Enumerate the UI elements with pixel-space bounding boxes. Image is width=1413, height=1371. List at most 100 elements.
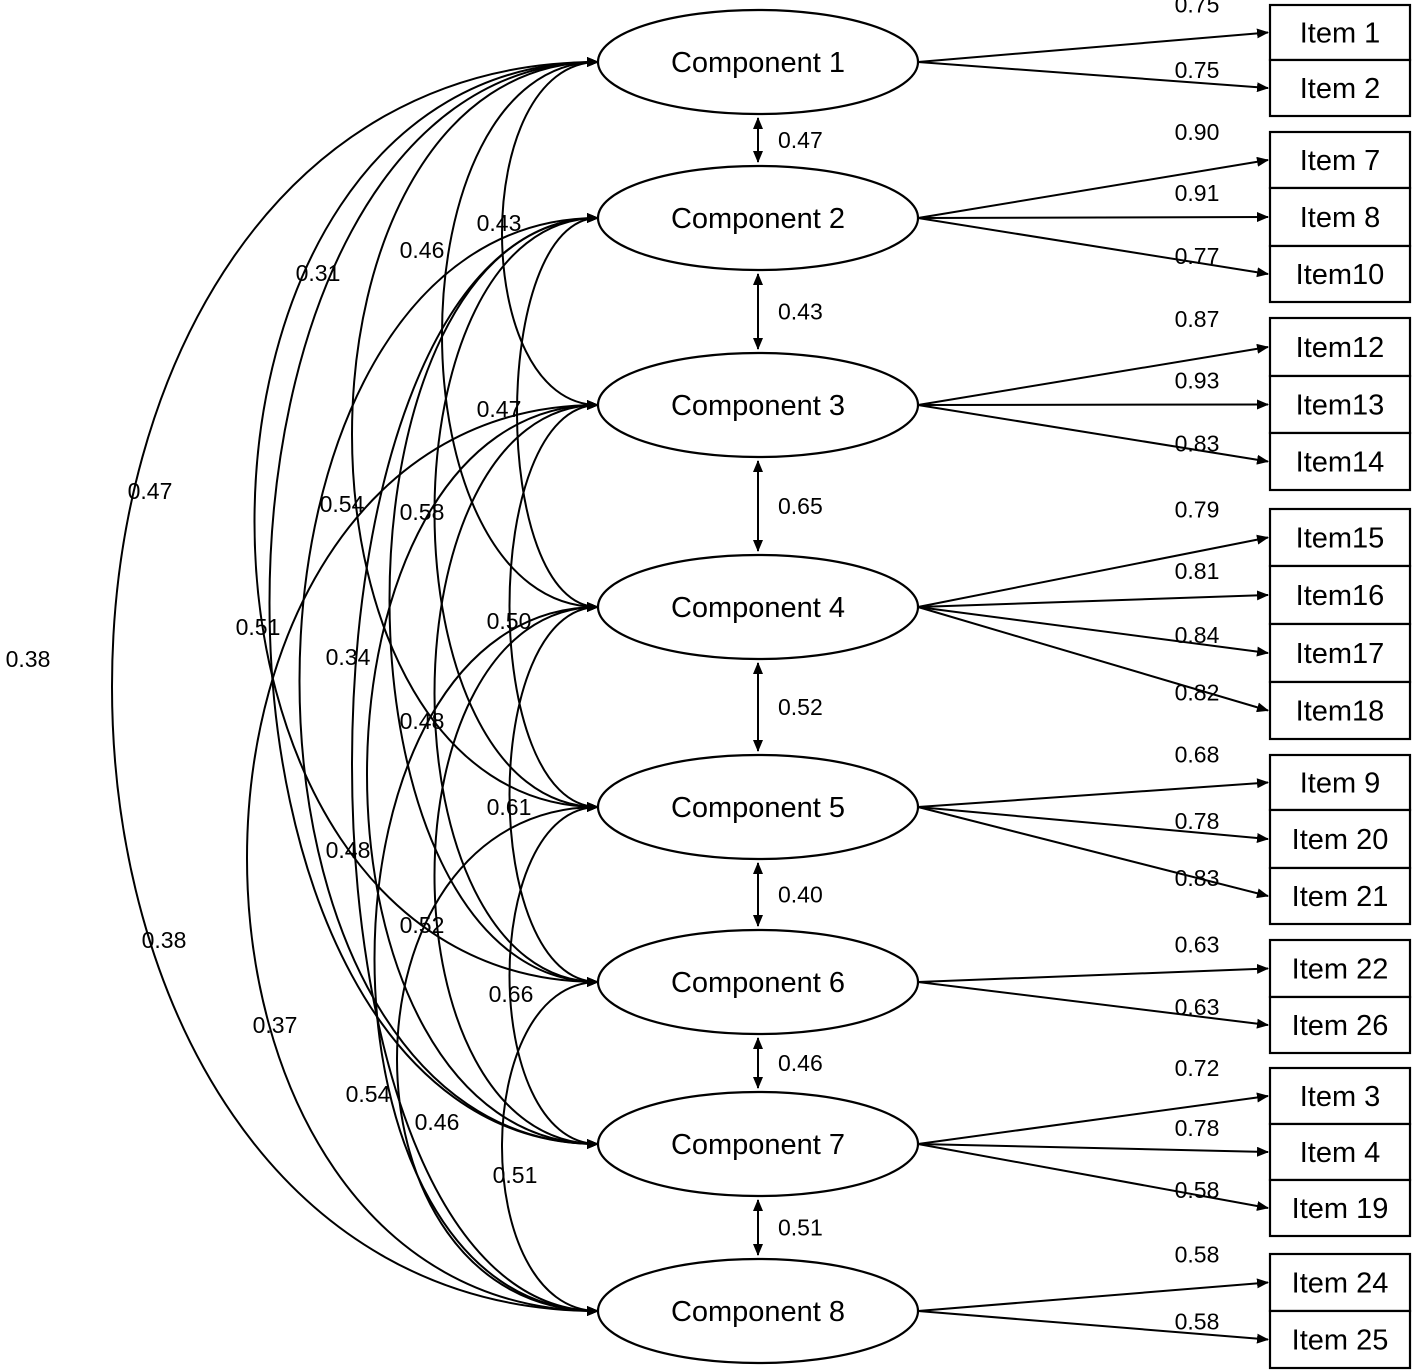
item-label: Item 21 [1292,881,1389,913]
correlation-arc-4-6 [508,602,599,987]
correlation-arc-5-7 [508,802,599,1149]
loading-arrow [917,1310,1269,1344]
correlation-arc-2-8 [351,213,599,1316]
correlation-arc-3-6 [433,400,599,987]
loading-value: 0.87 [1175,306,1220,332]
correlation-arc-1-8 [111,57,599,1316]
correlation-arc-3-5 [508,400,599,812]
correlation-arc-2-7 [298,213,599,1149]
loading-value: 0.82 [1175,680,1220,706]
loading-value: 0.78 [1175,1115,1220,1141]
loading-arrow [917,61,1269,93]
loading-arrow [917,399,1269,410]
item-box [1268,244,1412,304]
loading-arrows [917,28,1269,1344]
correlation-value-2-5: 0.58 [400,499,445,525]
correlation-value-4-6: 0.61 [487,794,532,820]
component-ellipse-1 [596,8,920,116]
loading-value: 0.83 [1175,865,1220,891]
correlation-value-5-7: 0.66 [489,981,534,1007]
correlation-arc-3-8 [246,400,599,1316]
loading-value: 0.78 [1175,808,1220,834]
correlation-value-2-6: 0.54 [320,491,365,517]
item-box [1268,58,1412,118]
correlation-arc-2-6 [388,213,599,987]
loading-value: 0.84 [1175,622,1220,648]
item-box [1268,316,1412,378]
component-label-2: Component 2 [671,203,845,235]
loading-value: 0.72 [1175,1055,1220,1081]
component-ellipse-6 [596,928,920,1036]
correlation-value-1-3: 0.43 [477,210,522,236]
item-label: Item18 [1296,696,1385,728]
correlation-value-3-5: 0.50 [487,608,532,634]
loading-arrow [917,1278,1269,1312]
correlation-arc-2-5 [433,213,599,812]
component-ellipse-7 [596,1090,920,1198]
item-box [1268,431,1412,492]
component-label-8: Component 8 [671,1296,845,1328]
loading-arrow [917,981,1269,1029]
loading-arrow [917,217,1269,278]
correlation-arcs [111,57,763,1316]
loading-arrow [917,963,1269,983]
loading-value: 0.77 [1175,243,1220,269]
item-label: Item 1 [1300,18,1381,50]
item-label: Item 7 [1300,145,1381,177]
item-box [1268,1178,1412,1238]
correlation-value-2-3: 0.43 [778,299,823,325]
correlation-value-4-7: 0.52 [400,912,445,938]
item-label: Item 4 [1300,1137,1381,1169]
item-label: Item 25 [1292,1325,1389,1357]
component-ellipse-2 [596,164,920,272]
item-label: Item16 [1296,580,1385,612]
item-label: Item 9 [1300,768,1381,800]
item-box [1268,995,1412,1055]
item-label: Item12 [1296,332,1385,364]
component-ellipse-5 [596,753,920,861]
loading-arrow [917,156,1269,219]
item-box [1268,1309,1412,1370]
loading-value: 0.58 [1175,1309,1220,1335]
loading-arrow [917,343,1269,406]
loading-arrow [917,534,1269,608]
loading-arrow [917,28,1269,63]
correlation-value-2-8: 0.46 [415,1109,460,1135]
item-box [1268,1066,1412,1126]
loading-value: 0.63 [1175,994,1220,1020]
item-label: Item 2 [1300,73,1381,105]
item-label: Item 26 [1292,1010,1389,1042]
item-label: Item 19 [1292,1193,1389,1225]
item-box [1268,622,1412,684]
item-label: Item 20 [1292,824,1389,856]
loading-arrow [917,606,1269,657]
loading-value: 0.79 [1175,497,1220,523]
loading-value: 0.75 [1175,0,1220,18]
loading-arrow [917,606,1269,713]
loading-arrow [917,1143,1269,1211]
item-box [1268,1252,1412,1313]
correlation-value-3-6: 0.48 [400,708,445,734]
loading-value: 0.58 [1175,1242,1220,1268]
component-label-4: Component 4 [671,592,845,624]
loading-arrow [917,806,1269,899]
value-labels: 0.470.430.650.520.400.460.510.430.460.31… [6,0,1220,1335]
correlation-arc-5-8 [396,802,599,1316]
correlation-value-1-6: 0.47 [128,478,173,504]
correlation-value-6-8: 0.51 [493,1162,538,1188]
loading-arrow [917,806,1269,843]
item-label: Item 8 [1300,202,1381,234]
component-label-6: Component 6 [671,967,845,999]
component-ellipse-3 [596,351,920,459]
component-label-3: Component 3 [671,390,845,422]
correlation-value-2-7: 0.51 [236,614,281,640]
correlation-arc-1-6 [253,57,599,987]
item-label: Item10 [1296,259,1385,291]
loading-arrow [917,212,1269,223]
correlation-arc-3-7 [366,400,599,1149]
correlation-value-3-7: 0.34 [326,644,371,670]
item-label: Item14 [1296,447,1385,479]
component-ellipse-4 [596,553,920,661]
item-box [1268,753,1412,812]
